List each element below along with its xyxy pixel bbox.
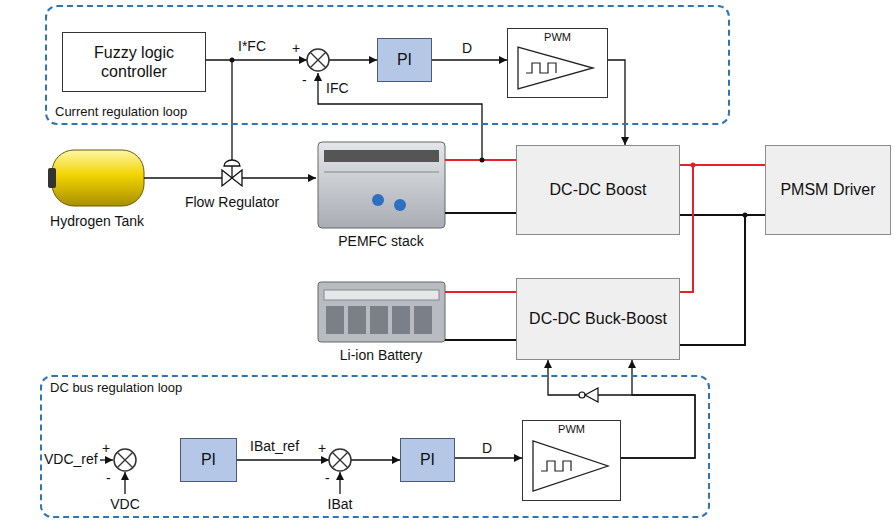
signal-wire — [100, 459, 113, 460]
summing-cross — [332, 452, 348, 468]
node-text: PWM — [558, 423, 585, 436]
valve-symbol — [222, 170, 232, 186]
junction-dot — [743, 213, 748, 218]
node-text: Fuzzy logic controller — [67, 43, 201, 81]
node-text: Current regulation loop — [55, 104, 187, 120]
connector — [455, 457, 522, 458]
edge-label: D — [460, 40, 474, 56]
pwm-block: PWM — [507, 28, 608, 98]
battery-bar — [324, 290, 439, 300]
connector — [680, 165, 765, 292]
node-text: PI — [397, 50, 412, 69]
node-text: DC-DC Boost — [550, 180, 647, 199]
node-text: PMSM Driver — [780, 180, 875, 199]
junction-dot — [230, 58, 235, 63]
inverter-bubble — [579, 392, 585, 398]
signal-label: - — [325, 470, 330, 486]
positive-wire — [445, 291, 516, 293]
signal-label: + — [292, 40, 300, 56]
signal-label: I*FC — [238, 38, 266, 54]
node-text: PWM — [544, 31, 571, 44]
edge-label: IBat_ref — [248, 438, 301, 454]
signal-label: VDC_ref — [44, 451, 98, 467]
connector — [237, 459, 400, 460]
valve-actuator — [224, 160, 240, 166]
stack-top — [324, 150, 439, 162]
square-wave — [526, 63, 556, 73]
signal-label: - — [302, 72, 307, 88]
edge-label: D — [480, 440, 494, 456]
signal-label: IBat — [328, 496, 353, 512]
controller-box: Fuzzy logic controller — [62, 32, 206, 92]
signal-label: + — [318, 440, 326, 456]
pi-block: PI — [180, 438, 237, 482]
comparator-triangle — [518, 47, 593, 89]
loop-region: Current regulation loop Fuzzy logic contr… — [45, 5, 730, 125]
junction-dot — [480, 158, 485, 163]
square-wave — [541, 461, 571, 471]
signal-label: Flow Regulator — [185, 194, 279, 210]
signal-label: VDC — [110, 496, 140, 512]
signal-label: + — [102, 440, 110, 456]
control-wire — [231, 60, 232, 160]
connector — [680, 215, 765, 345]
summing-junction — [307, 49, 329, 71]
negative-wire — [445, 212, 516, 214]
signal-label: Hydrogen Tank — [50, 213, 144, 229]
feedback-wire — [339, 472, 340, 494]
node-text: DC bus regulation loop — [50, 380, 182, 396]
summing-junction — [114, 449, 136, 471]
tank-valve — [48, 168, 56, 188]
arrow-head — [321, 456, 329, 464]
fuel-cell-stack — [318, 142, 445, 228]
summing-cross — [332, 452, 348, 468]
connector — [432, 59, 507, 60]
pi-block: PI — [400, 438, 455, 482]
arrow-head — [299, 56, 307, 64]
signal-label: - — [106, 470, 111, 486]
node-text: PI — [420, 450, 435, 469]
battery-cells — [326, 306, 432, 334]
battery-pack — [318, 282, 445, 342]
pwm-block: PWM — [522, 420, 621, 501]
summing-cross — [117, 452, 133, 468]
junction-dot — [691, 163, 696, 168]
node-text: PI — [201, 450, 216, 469]
signal-label: Li-ion Battery — [340, 347, 422, 363]
driver-box: PMSM Driver — [765, 145, 891, 235]
summing-cross — [310, 52, 326, 68]
inverter-symbol — [585, 388, 598, 402]
hydrogen-tank — [52, 150, 144, 206]
valve-stem — [231, 166, 232, 178]
signal-label: PEMFC stack — [338, 233, 424, 249]
negative-wire — [445, 339, 516, 341]
connector — [608, 60, 625, 145]
signal-label: IFC — [326, 80, 349, 96]
stack-line — [324, 172, 439, 173]
valve-symbol — [232, 170, 242, 186]
summing-junction — [329, 449, 351, 471]
stack-fitting — [372, 194, 384, 206]
hydrogen-pipe — [242, 177, 316, 179]
converter-box: DC-DC Buck-Boost — [516, 278, 680, 360]
stack-fitting — [394, 199, 406, 211]
feedback-wire — [124, 472, 125, 494]
loop-region: DC bus regulation loopPI PI PWM — [40, 375, 710, 518]
hydrogen-pipe — [144, 177, 222, 179]
summing-cross — [310, 52, 326, 68]
pi-block: PI — [377, 38, 432, 82]
summing-cross — [117, 452, 133, 468]
node-text: DC-DC Buck-Boost — [529, 309, 667, 328]
comparator-triangle — [533, 441, 608, 491]
converter-box: DC-DC Boost — [516, 145, 680, 235]
